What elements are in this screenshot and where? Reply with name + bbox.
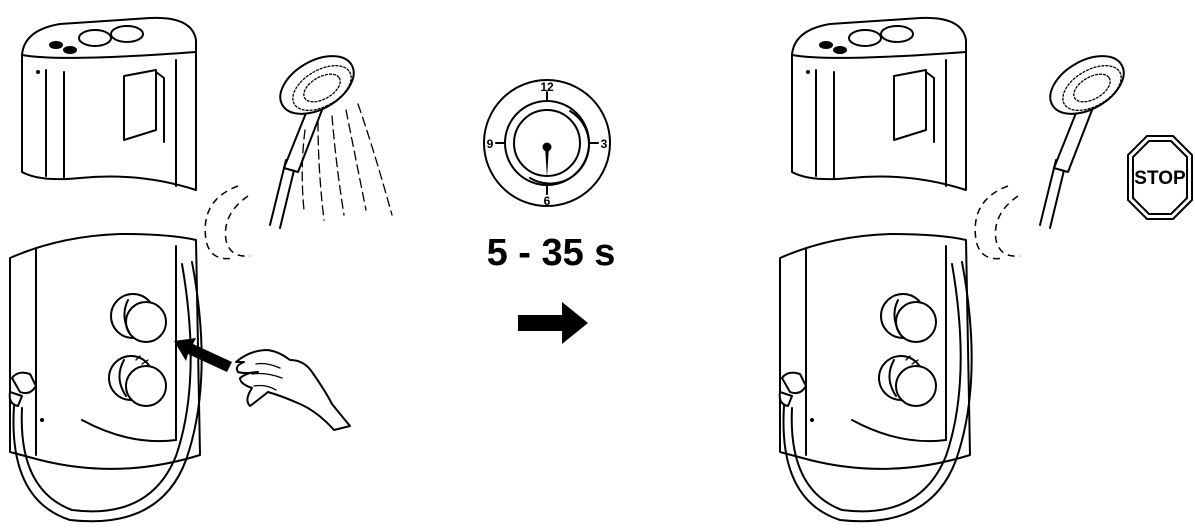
flow-knob-icon: [108, 355, 167, 407]
shower-unit-before: [8, 16, 393, 523]
shower-unit-after: [778, 16, 1125, 523]
shower-hose-icon: [12, 261, 203, 523]
hand-icon: [235, 349, 351, 431]
stop-sign-label: STOP: [1134, 168, 1186, 189]
shower-unit-lower-icon: [8, 233, 201, 470]
shower-unit-top-icon: [791, 16, 967, 191]
shower-head-icon: [1039, 55, 1125, 229]
shower-head-icon: [269, 55, 355, 229]
shower-unit-lower-icon: [778, 233, 971, 470]
temperature-knob-icon: [110, 293, 167, 343]
clock-number-6: 6: [544, 194, 551, 208]
shower-hose-icon: [782, 261, 973, 523]
shower-unit-top-icon: [21, 16, 197, 191]
stop-sign-icon: STOP: [1127, 135, 1193, 220]
clock-number-3: 3: [601, 137, 608, 151]
clock-number-12: 12: [540, 80, 554, 94]
temperature-knob-icon: [880, 293, 937, 343]
timer-dial-icon: 12 3 6 9: [483, 79, 611, 208]
press-arrow-icon: [174, 338, 232, 372]
clock-number-9: 9: [487, 137, 494, 151]
next-arrow-icon: [518, 302, 588, 344]
flow-knob-icon: [878, 355, 937, 407]
duration-label: 5 - 35 s: [487, 232, 616, 274]
water-spray-icon: [301, 103, 393, 221]
